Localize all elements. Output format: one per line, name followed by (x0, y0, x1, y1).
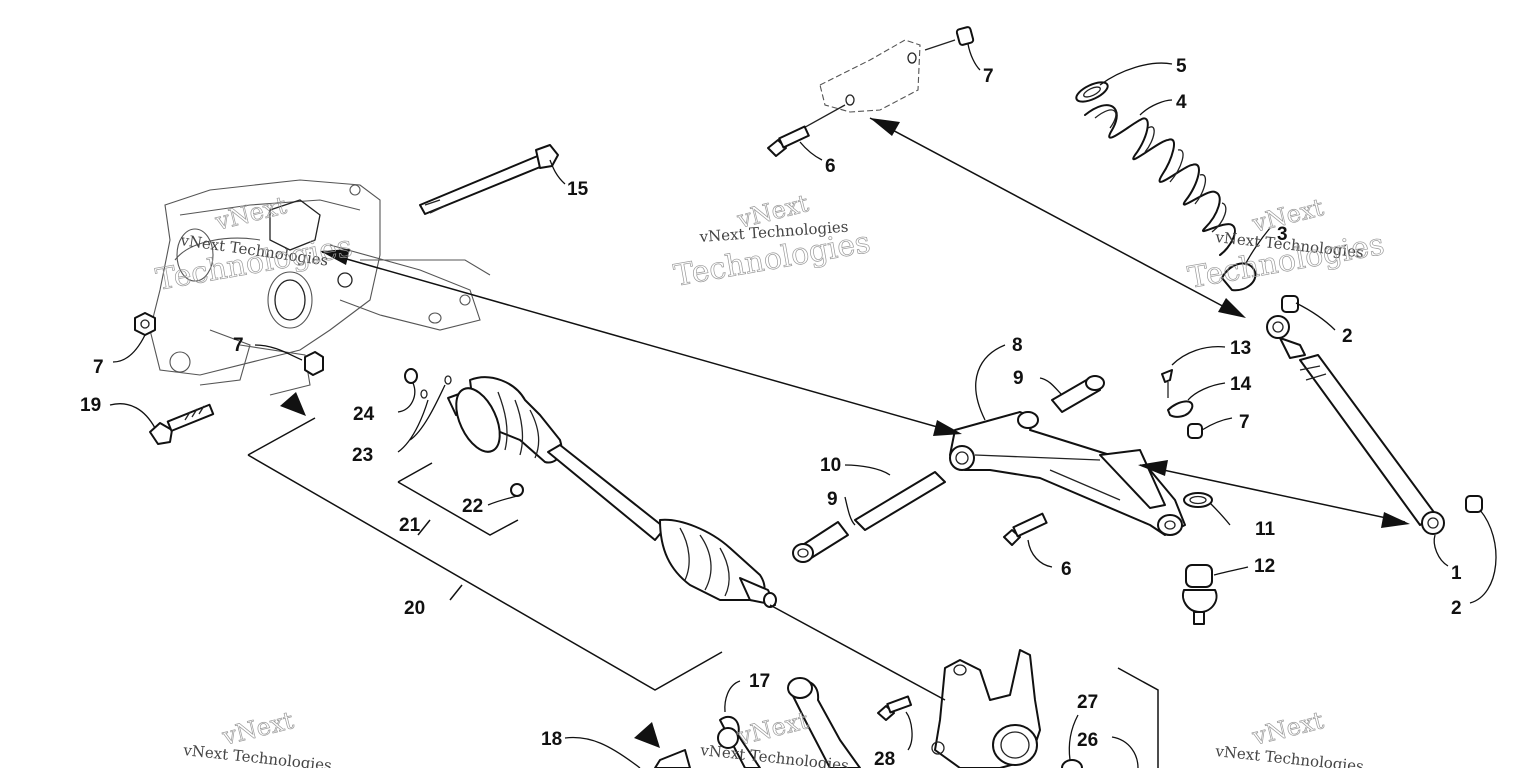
callout-14: 14 (1230, 374, 1252, 395)
callout-21: 21 (399, 515, 421, 536)
callout-3: 3 (1277, 224, 1288, 245)
frame-nut-center (304, 351, 324, 376)
lower-a-arm (654, 677, 1083, 768)
callout-6-arm: 6 (1061, 559, 1072, 580)
assembly-arrows (280, 117, 1410, 748)
a-arm (949, 411, 1186, 536)
callout-9-top: 9 (1013, 368, 1024, 389)
ball-joint (1182, 564, 1218, 625)
coil-spring (1084, 104, 1236, 256)
callout-22: 22 (462, 496, 483, 517)
watermark-left: vNext vNext Technologies Technologies (153, 191, 355, 298)
watermark-vnext: vNext (1249, 193, 1327, 238)
callout-10: 10 (820, 455, 841, 476)
frame-nut-left (134, 312, 156, 336)
bracket-nut (955, 26, 975, 46)
callout-13: 13 (1230, 338, 1251, 359)
brake-line-clip (1161, 369, 1194, 418)
axle-snap-ring (404, 368, 418, 384)
leader-lines (109, 43, 1497, 768)
ball-joint-circlip (1183, 492, 1213, 508)
callout-2-bottom: 2 (1451, 598, 1462, 619)
bracket-bolt (767, 125, 810, 157)
callout-1: 1 (1451, 563, 1462, 584)
watermark-bottom-right: vNext vNext Technologies (1214, 706, 1365, 768)
watermark-center: vNext vNext Technologies Technologies (671, 189, 873, 294)
watermark-vnext: vNext (734, 706, 812, 751)
shock-absorber (1266, 315, 1445, 535)
long-pivot-bolt (419, 144, 559, 215)
callout-9-bottom: 9 (827, 489, 838, 510)
a-arm-nut (1187, 423, 1203, 439)
callout-19: 19 (80, 395, 101, 416)
watermark-company: vNext Technologies (1214, 742, 1365, 768)
frame-bolt-lower (149, 403, 215, 445)
watermark-vnext: vNext (212, 191, 290, 236)
callout-17: 17 (749, 671, 770, 692)
shock-bushing-bottom (1465, 495, 1483, 513)
a-arm-sleeve (854, 471, 946, 531)
watermark-company: vNext Technologies (182, 741, 333, 768)
a-arm-bushing-lower (792, 521, 849, 563)
watermark-bottom-left: vNext vNext Technologies (182, 706, 333, 768)
callout-7-left: 7 (93, 357, 104, 378)
drive-axle (447, 376, 777, 608)
callout-7-frame: 7 (233, 335, 244, 356)
callout-11: 11 (1255, 519, 1276, 540)
frame-outline (149, 179, 491, 396)
spring-retainer-top (1075, 81, 1109, 103)
callout-2-top: 2 (1342, 326, 1353, 347)
callout-24: 24 (353, 404, 375, 425)
callout-4: 4 (1176, 92, 1187, 113)
a-arm-bolt (1003, 512, 1048, 546)
callout-labels: 1 2 2 3 4 5 6 6 7 7 7 7 8 9 9 10 11 12 1… (80, 56, 1462, 768)
callout-15: 15 (567, 179, 589, 200)
callout-18: 18 (541, 729, 562, 750)
axle-seal-pair (420, 375, 452, 399)
shock-mount-bracket (799, 39, 956, 131)
watermark-vnext: vNext (1249, 706, 1327, 751)
callout-27: 27 (1077, 692, 1098, 713)
steering-knuckle (931, 649, 1041, 768)
callout-7-top: 7 (983, 66, 994, 87)
knuckle-bolt (877, 695, 913, 721)
callout-26: 26 (1077, 730, 1098, 751)
axle-circlip (510, 483, 524, 497)
callout-12: 12 (1254, 556, 1275, 577)
assembly-brackets (247, 417, 1159, 768)
callout-8: 8 (1012, 335, 1023, 356)
a-arm-bushing-upper (1051, 375, 1105, 413)
callout-5: 5 (1176, 56, 1187, 77)
shock-bushing-top (1281, 295, 1299, 313)
callout-7-arm: 7 (1239, 412, 1250, 433)
spring-retainer-bottom (1221, 262, 1257, 292)
callout-28: 28 (874, 749, 895, 768)
watermark-vnext: vNext (219, 706, 297, 751)
callout-6-top: 6 (825, 156, 836, 177)
callout-20: 20 (404, 598, 425, 619)
callout-23: 23 (352, 445, 373, 466)
